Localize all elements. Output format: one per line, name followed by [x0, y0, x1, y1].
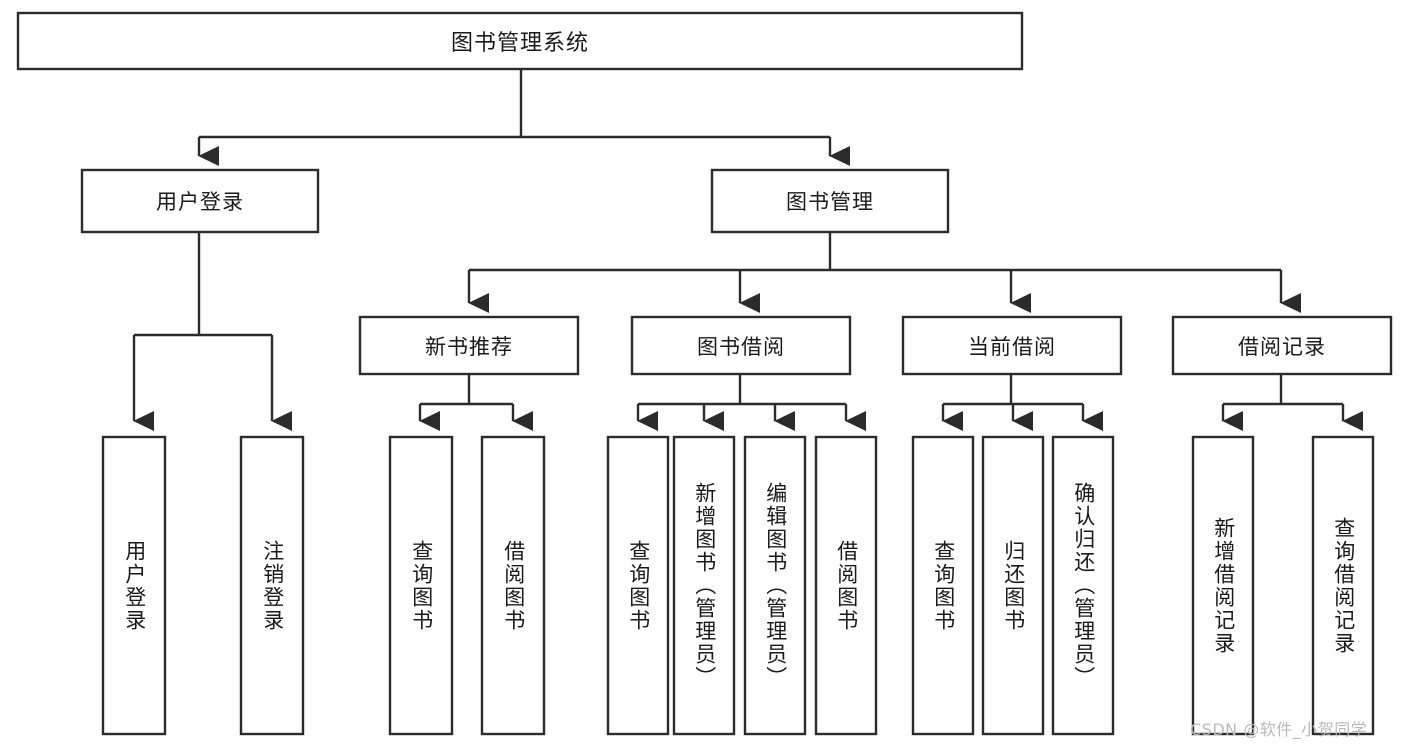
label-leaf-logout-login: 注销登录 — [260, 539, 285, 632]
node-leaf-user-login[interactable] — [101, 435, 167, 736]
node-leaf-query-book-cb[interactable] — [911, 435, 975, 736]
node-leaf-confirm-return-admin[interactable] — [1051, 435, 1115, 736]
node-leaf-query-book-nb[interactable] — [388, 435, 454, 736]
label-leaf-return-book: 归还图书 — [1001, 539, 1026, 632]
node-leaf-return-book[interactable] — [981, 435, 1045, 736]
label-leaf-borrow-book-bb: 借阅图书 — [834, 539, 859, 632]
label-user-login: 用户登录 — [156, 190, 244, 214]
label-root-book-management-system: 图书管理系统 — [450, 31, 589, 56]
node-borrow-record[interactable] — [1171, 315, 1393, 376]
node-new-book-recommend[interactable] — [358, 315, 580, 376]
label-leaf-query-book-cb: 查询图书 — [931, 539, 956, 632]
label-leaf-query-book-bb: 查询图书 — [626, 539, 651, 632]
label-current-borrow: 当前借阅 — [968, 334, 1056, 359]
label-book-management: 图书管理 — [786, 190, 874, 214]
label-leaf-confirm-return-admin: 确认归还（管理员） — [1071, 482, 1096, 689]
node-leaf-query-borrow-record[interactable] — [1311, 435, 1375, 736]
label-new-book-recommend: 新书推荐 — [425, 334, 513, 359]
node-leaf-edit-book-admin[interactable] — [743, 435, 807, 736]
watermark-text: CSDN @软件_小贺同学 — [1190, 720, 1368, 739]
node-leaf-borrow-book-bb[interactable] — [814, 435, 878, 736]
label-leaf-add-borrow-record: 新增借阅记录 — [1211, 516, 1236, 655]
node-leaf-borrow-book-nb[interactable] — [480, 435, 546, 736]
node-leaf-add-book-admin[interactable] — [672, 435, 736, 736]
label-leaf-add-book-admin: 新增图书（管理员） — [692, 482, 717, 689]
label-book-borrow: 图书借阅 — [697, 334, 785, 359]
label-leaf-query-book-nb: 查询图书 — [409, 539, 434, 632]
node-leaf-add-borrow-record[interactable] — [1191, 435, 1255, 736]
label-leaf-query-borrow-record: 查询借阅记录 — [1331, 516, 1356, 655]
label-leaf-user-login: 用户登录 — [122, 539, 147, 632]
node-root-book-management-system[interactable] — [16, 11, 1024, 71]
node-leaf-logout-login[interactable] — [239, 435, 305, 736]
label-leaf-edit-book-admin: 编辑图书（管理员） — [763, 482, 788, 689]
node-book-management[interactable] — [710, 168, 950, 234]
label-leaf-borrow-book-nb: 借阅图书 — [501, 539, 526, 632]
node-current-borrow[interactable] — [901, 315, 1123, 376]
node-leaf-query-book-bb[interactable] — [606, 435, 670, 736]
label-borrow-record: 借阅记录 — [1238, 334, 1326, 359]
node-book-borrow[interactable] — [630, 315, 852, 376]
